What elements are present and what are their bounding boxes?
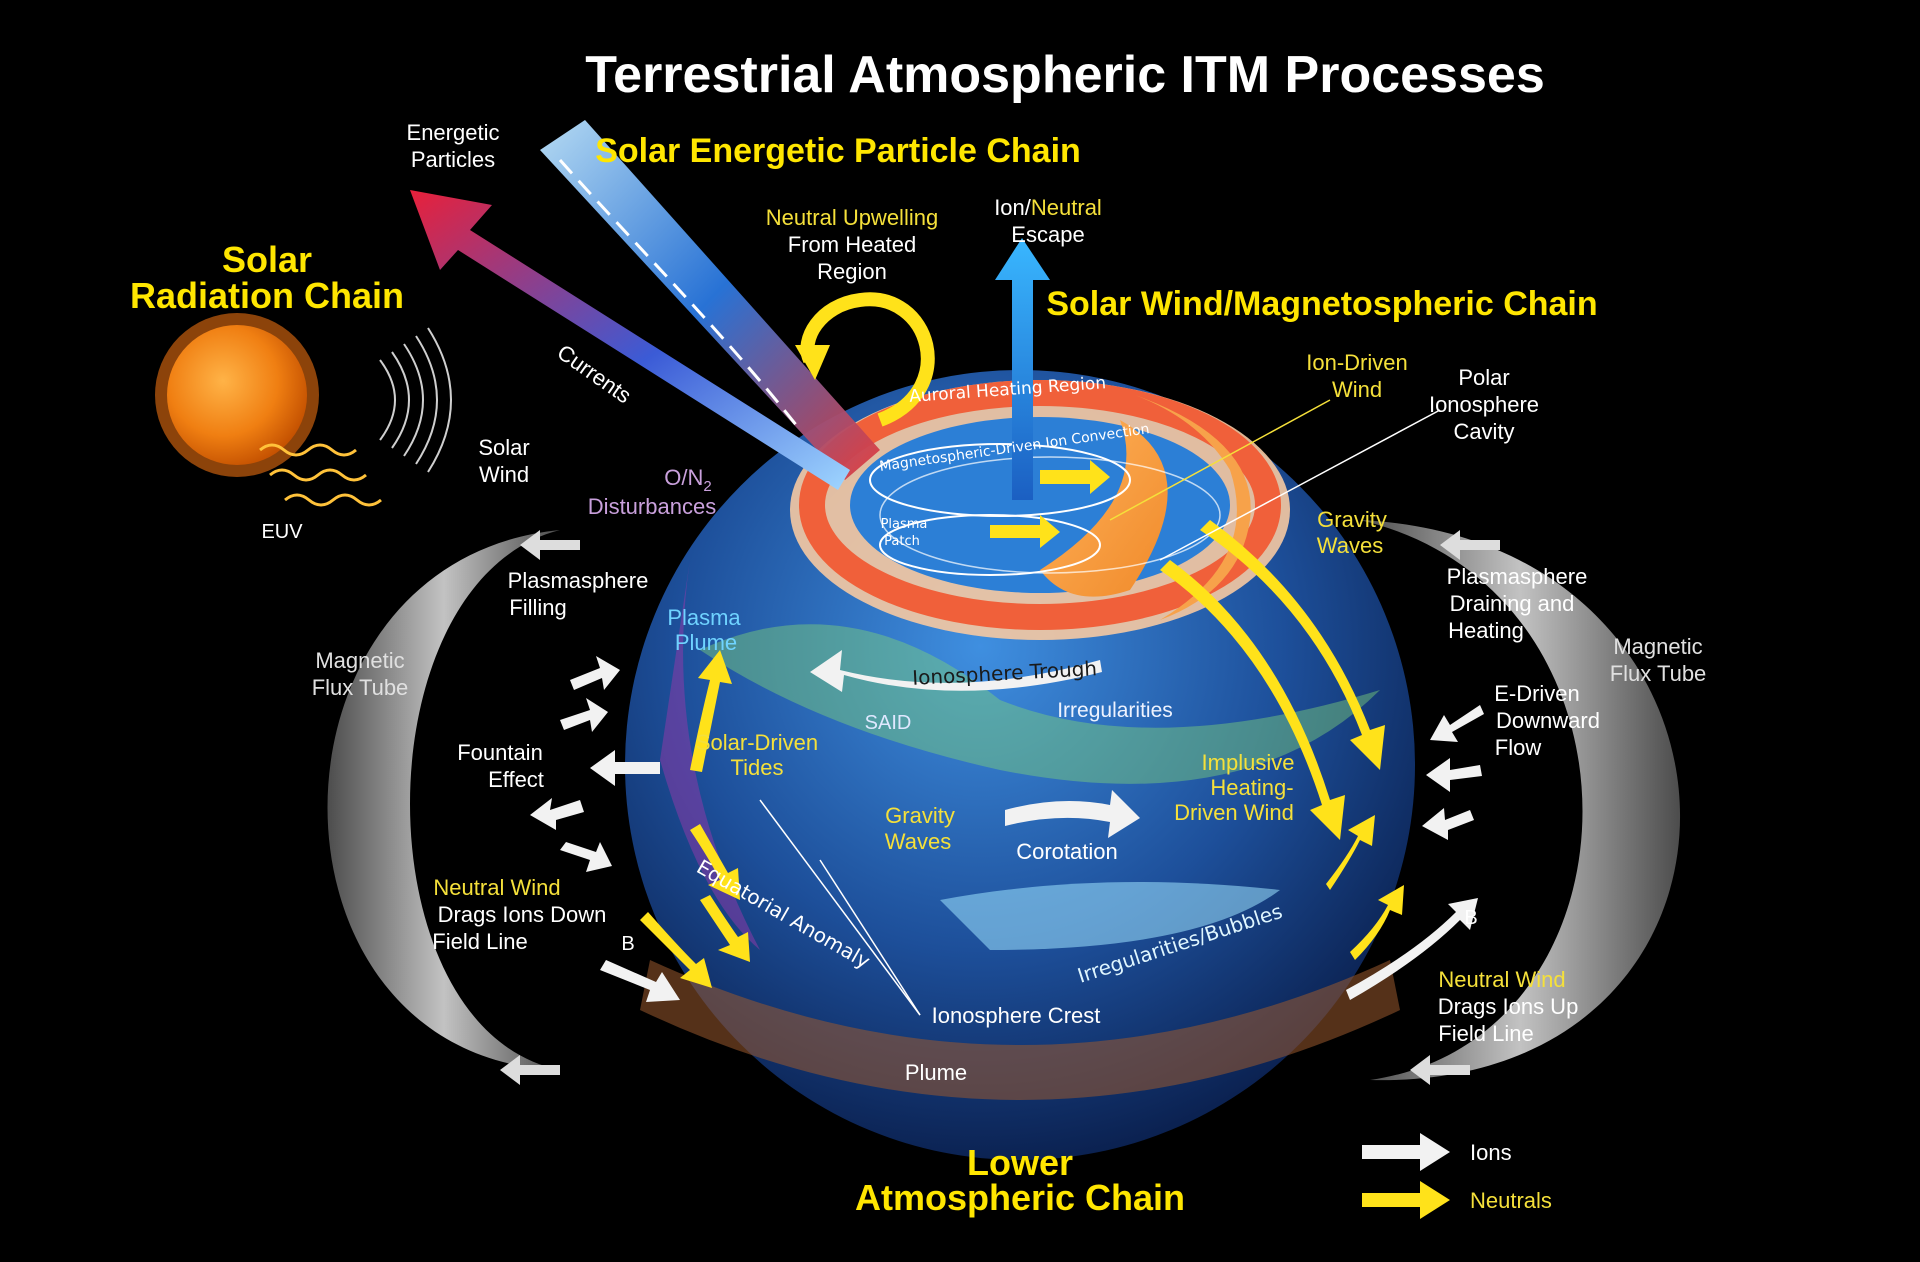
energetic-particles-line1: Energetic — [407, 120, 500, 145]
neutral-wind-up-white-line1: Drags Ions Up — [1438, 994, 1579, 1019]
e-driven-ion-arrows — [1346, 705, 1484, 1000]
ion-neutral-escape-label: Ion/Neutral Escape — [994, 195, 1102, 247]
magnetic-flux-tube-left-line1: Magnetic — [315, 648, 404, 673]
neutral-upwelling-yellow-label: Neutral Upwelling — [766, 205, 938, 230]
neutral-upwelling-white-line1: From Heated — [788, 232, 916, 257]
ionosphere-trough-arrow — [810, 650, 1102, 692]
auroral-oval — [790, 380, 1290, 640]
svg-text:Ion/Neutral: Ion/Neutral — [994, 195, 1102, 220]
plasmasphere-draining-line2: Draining and — [1450, 591, 1575, 616]
legend-neutrals-arrow-icon — [1362, 1181, 1450, 1219]
legend: Ions Neutrals — [1362, 1133, 1552, 1219]
polar-cavity-line1: Polar — [1458, 365, 1509, 390]
neutral-escape-part: Neutral — [1031, 195, 1102, 220]
b-left-label: B — [621, 933, 634, 955]
solar-radiation-chain-label: Solar Radiation Chain — [130, 239, 404, 316]
solar-wind-line2: Wind — [479, 462, 529, 487]
lower-atmospheric-chain-label: Lower Atmospheric Chain — [855, 1142, 1185, 1218]
solar-wind-line1: Solar — [478, 435, 529, 460]
o-n2-disturbances-label: O/N2 Disturbances — [588, 465, 716, 519]
solar-wind-arcs-icon — [379, 327, 452, 473]
ion-neutral-escape-arrow — [995, 238, 1050, 500]
solar-driven-tides-line1: Solar-Driven — [696, 730, 818, 755]
implusive-heating-line3: Driven Wind — [1174, 800, 1294, 825]
neutral-wind-up-yellow-label: Neutral Wind — [1438, 967, 1565, 992]
b-right-label: B — [1464, 907, 1477, 929]
lower-atmospheric-chain-line2: Atmospheric Chain — [855, 1177, 1185, 1218]
disturbances-word: Disturbances — [588, 494, 716, 519]
gravity-waves-top-line1: Gravity — [1317, 507, 1387, 532]
flux-tube-left-arrows — [500, 530, 580, 1085]
plasma-plume-line1: Plasma — [667, 605, 741, 630]
e-driven-line2: Downward — [1496, 708, 1600, 733]
ion-driven-wind-line2: Wind — [1332, 377, 1382, 402]
o-n-part: O/N — [664, 465, 703, 490]
escape-word: Escape — [1011, 222, 1084, 247]
page-title: Terrestrial Atmospheric ITM Processes — [585, 46, 1545, 104]
fountain-effect-line2: Effect — [488, 767, 544, 792]
euv-label: EUV — [261, 521, 303, 543]
flux-tube-right-arrows — [1410, 530, 1500, 1085]
ionosphere-crest-label: Ionosphere Crest — [932, 1003, 1101, 1028]
irregularities-label: Irregularities — [1057, 699, 1173, 722]
neutral-wind-down-white-line2: Field Line — [432, 929, 527, 954]
solar-driven-tides-arrows — [690, 650, 750, 962]
subscript-2: 2 — [703, 478, 711, 495]
plasmasphere-filling-line2: Filling — [509, 595, 566, 620]
ion-escape-part: Ion/ — [994, 195, 1032, 220]
magnetic-flux-tube-right-line2: Flux Tube — [1610, 661, 1707, 686]
neutral-upwelling-white-line2: Region — [817, 259, 887, 284]
plasma-patch-line1: Plasma — [881, 517, 928, 532]
implusive-heating-line2: Heating- — [1210, 775, 1293, 800]
plasmasphere-filling-line1: Plasmasphere — [508, 568, 649, 593]
lower-atmospheric-chain-line1: Lower — [967, 1142, 1073, 1183]
plasmasphere-draining-line1: Plasmasphere — [1447, 564, 1588, 589]
fountain-ion-arrows — [530, 656, 680, 1002]
plume-label: Plume — [905, 1060, 967, 1085]
implusive-wind-arrows — [1160, 520, 1385, 840]
svg-text:O/N2: O/N2 — [664, 465, 711, 495]
magnetic-flux-tube-right-line1: Magnetic — [1613, 634, 1702, 659]
fountain-effect-line1: Fountain — [457, 740, 543, 765]
sun-icon — [155, 313, 382, 507]
leader-lines — [759, 399, 1441, 1016]
gravity-waves-mid-line2: Waves — [885, 829, 951, 854]
solar-radiation-chain-line1: Solar — [222, 239, 312, 280]
polar-cavity-line3: Cavity — [1453, 419, 1514, 444]
neutral-wind-down-white-line1: Drags Ions Down — [438, 902, 607, 927]
legend-neutrals-label: Neutrals — [1470, 1188, 1552, 1213]
neutral-wind-up-arrows — [1326, 815, 1404, 960]
e-driven-line3: Flow — [1495, 735, 1542, 760]
solar-radiation-chain-line2: Radiation Chain — [130, 275, 404, 316]
solar-driven-tides-line2: Tides — [731, 755, 784, 780]
plasma-patch-line2: Patch — [884, 534, 920, 549]
ion-driven-wind-line1: Ion-Driven — [1306, 350, 1407, 375]
energetic-particle-beam — [540, 120, 880, 480]
neutral-upwelling-arrow — [795, 292, 935, 427]
gravity-waves-top-line2: Waves — [1317, 533, 1383, 558]
polar-cavity-line2: Ionosphere — [1429, 392, 1539, 417]
neutral-wind-up-white-line2: Field Line — [1438, 1021, 1533, 1046]
neutral-wind-down-arrow — [640, 912, 712, 988]
implusive-heating-line1: Implusive — [1202, 750, 1295, 775]
said-label: SAID — [865, 712, 912, 734]
corotation-arrow — [1005, 790, 1140, 838]
energetic-particles-line2: Particles — [411, 147, 495, 172]
plasmasphere-draining-line3: Heating — [1448, 618, 1524, 643]
e-driven-line1: E-Driven — [1494, 681, 1580, 706]
plasma-plume-line2: Plume — [675, 630, 737, 655]
magnetic-flux-tube-right — [1360, 520, 1681, 1081]
magnetic-flux-tube-left-line2: Flux Tube — [312, 675, 409, 700]
legend-ions-label: Ions — [1470, 1140, 1512, 1165]
neutral-wind-down-yellow-label: Neutral Wind — [433, 875, 560, 900]
solar-wind-magnetospheric-chain-label: Solar Wind/Magnetospheric Chain — [1046, 285, 1597, 323]
legend-ions-arrow-icon — [1362, 1133, 1450, 1171]
gravity-waves-mid-line1: Gravity — [885, 803, 955, 828]
currents-arrow — [410, 190, 850, 490]
solar-energetic-particle-chain-label: Solar Energetic Particle Chain — [595, 132, 1081, 170]
magnetic-flux-tube-left — [327, 530, 560, 1070]
corotation-label: Corotation — [1016, 839, 1118, 864]
